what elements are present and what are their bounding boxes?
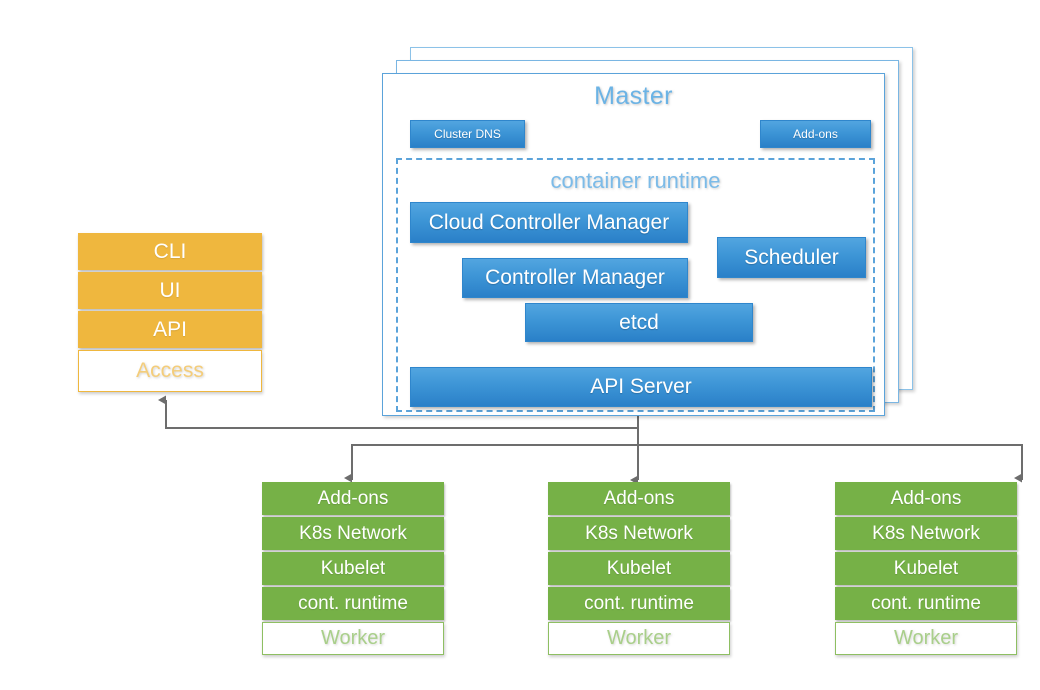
worker3-row-network-label: K8s Network bbox=[872, 522, 980, 544]
master-addons-box[interactable]: Add-ons bbox=[760, 120, 871, 148]
worker2-row-addons-label: Add-ons bbox=[603, 487, 675, 509]
container-runtime-title: container runtime bbox=[550, 168, 721, 193]
worker1-row-runtime-label: cont. runtime bbox=[298, 592, 408, 614]
worker2-row-addons[interactable]: Add-ons bbox=[548, 482, 730, 515]
controller-manager-box[interactable]: Controller Manager bbox=[462, 258, 688, 298]
access-row-cli[interactable]: CLI bbox=[78, 233, 262, 270]
worker1-footer: Worker bbox=[262, 622, 444, 655]
access-row-api-label: API bbox=[153, 317, 187, 341]
worker3-row-runtime[interactable]: cont. runtime bbox=[835, 587, 1017, 620]
master-title: Master bbox=[594, 82, 673, 110]
worker3-footer: Worker bbox=[835, 622, 1017, 655]
etcd-label: etcd bbox=[619, 310, 659, 334]
worker3-row-runtime-label: cont. runtime bbox=[871, 592, 981, 614]
worker2-row-runtime[interactable]: cont. runtime bbox=[548, 587, 730, 620]
worker1-row-network-label: K8s Network bbox=[299, 522, 407, 544]
worker1-row-addons[interactable]: Add-ons bbox=[262, 482, 444, 515]
api-server-box[interactable]: API Server bbox=[410, 367, 872, 407]
worker3-row-kubelet-label: Kubelet bbox=[893, 557, 959, 579]
worker2-row-network-label: K8s Network bbox=[585, 522, 693, 544]
cloud-controller-manager-label: Cloud Controller Manager bbox=[428, 210, 670, 234]
worker1-row-kubelet-label: Kubelet bbox=[320, 557, 386, 579]
worker1-row-network[interactable]: K8s Network bbox=[262, 517, 444, 550]
etcd-box[interactable]: etcd bbox=[525, 303, 753, 342]
worker3-row-network[interactable]: K8s Network bbox=[835, 517, 1017, 550]
worker3-footer-label: Worker bbox=[893, 627, 959, 649]
worker3-row-addons-label: Add-ons bbox=[890, 487, 962, 509]
access-row-ui-label: UI bbox=[159, 278, 181, 302]
access-row-ui[interactable]: UI bbox=[78, 272, 262, 309]
scheduler-box[interactable]: Scheduler bbox=[717, 237, 866, 278]
cloud-controller-manager-box[interactable]: Cloud Controller Manager bbox=[410, 202, 688, 243]
worker1-row-kubelet[interactable]: Kubelet bbox=[262, 552, 444, 585]
worker3-row-addons[interactable]: Add-ons bbox=[835, 482, 1017, 515]
controller-manager-label: Controller Manager bbox=[485, 266, 665, 289]
access-row-api[interactable]: API bbox=[78, 311, 262, 348]
worker1-footer-label: Worker bbox=[320, 627, 386, 649]
worker2-row-kubelet[interactable]: Kubelet bbox=[548, 552, 730, 585]
access-row-cli-label: CLI bbox=[153, 239, 187, 263]
worker2-row-kubelet-label: Kubelet bbox=[606, 557, 672, 579]
worker1-row-addons-label: Add-ons bbox=[317, 487, 389, 509]
worker3-row-kubelet[interactable]: Kubelet bbox=[835, 552, 1017, 585]
worker2-row-runtime-label: cont. runtime bbox=[584, 592, 694, 614]
worker1-row-runtime[interactable]: cont. runtime bbox=[262, 587, 444, 620]
worker2-row-network[interactable]: K8s Network bbox=[548, 517, 730, 550]
api-server-label: API Server bbox=[590, 375, 692, 398]
container-runtime-region bbox=[396, 158, 875, 412]
scheduler-label: Scheduler bbox=[744, 245, 839, 269]
access-footer-label: Access bbox=[136, 359, 204, 382]
worker2-footer: Worker bbox=[548, 622, 730, 655]
cluster-dns-label: Cluster DNS bbox=[434, 127, 501, 141]
worker2-footer-label: Worker bbox=[606, 627, 672, 649]
master-addons-label: Add-ons bbox=[793, 127, 838, 141]
cluster-dns-box[interactable]: Cluster DNS bbox=[410, 120, 525, 148]
access-footer: Access bbox=[78, 350, 262, 392]
